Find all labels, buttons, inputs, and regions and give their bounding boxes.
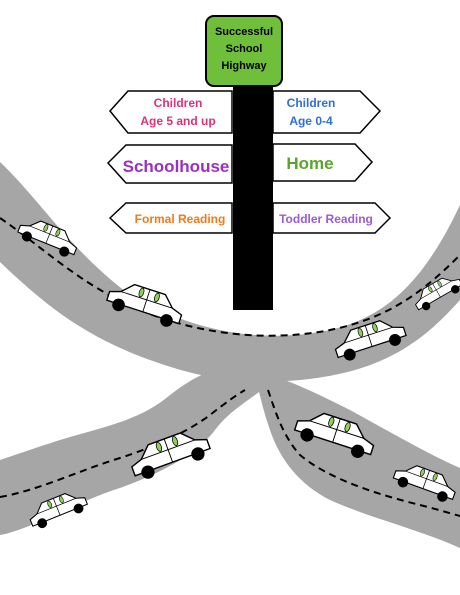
road-lower-left (0, 365, 268, 535)
arrow-sign-left (109, 90, 233, 134)
arrow-sign-left (106, 144, 233, 184)
arrow-sign-right (272, 202, 392, 234)
car-icon (293, 412, 375, 459)
sign-toddler-reading: Toddler Reading (272, 202, 392, 234)
road-lane-line (0, 217, 460, 337)
cars (17, 220, 460, 529)
arrow-sign-right (272, 90, 382, 134)
sign-schoolhouse-label: Schoolhouse (123, 157, 230, 176)
top-sign-line3: Highway (221, 60, 267, 72)
top-sign: Successful School Highway (205, 15, 283, 87)
road-lower-right (255, 370, 460, 548)
sign-children-younger: Children Age 0-4 (272, 90, 382, 134)
top-sign-board (205, 15, 283, 87)
sign-formal-reading: Formal Reading (108, 202, 233, 234)
car-icon (415, 277, 460, 311)
car-icon (105, 283, 183, 327)
sign-toddler-reading-label: Toddler Reading (279, 212, 373, 226)
sign-formal-reading-label: Formal Reading (135, 212, 226, 226)
car-icon (392, 465, 456, 502)
arrow-sign-left (108, 202, 233, 234)
sign-children-older-line1: Children (154, 96, 203, 110)
top-sign-line1: Successful (215, 26, 273, 38)
sign-home: Home (272, 143, 374, 182)
road-network (0, 162, 460, 548)
road-lane-line (267, 389, 460, 517)
arrow-sign-right (272, 143, 374, 182)
sign-children-older: Children Age 5 and up (109, 90, 233, 134)
sign-children-younger-line1: Children (287, 96, 336, 110)
sign-children-younger-line2: Age 0-4 (289, 114, 333, 128)
car-icon (334, 320, 407, 361)
car-icon (29, 493, 89, 529)
sign-children-older-line2: Age 5 and up (140, 114, 215, 128)
signpost-pole (233, 82, 273, 310)
sign-home-label: Home (286, 154, 333, 173)
sign-schoolhouse: Schoolhouse (106, 144, 233, 184)
road-lane-line (0, 389, 246, 498)
road-upper (0, 162, 460, 382)
car-icon (17, 220, 78, 257)
top-sign-line2: School (226, 43, 263, 55)
car-icon (131, 432, 212, 479)
